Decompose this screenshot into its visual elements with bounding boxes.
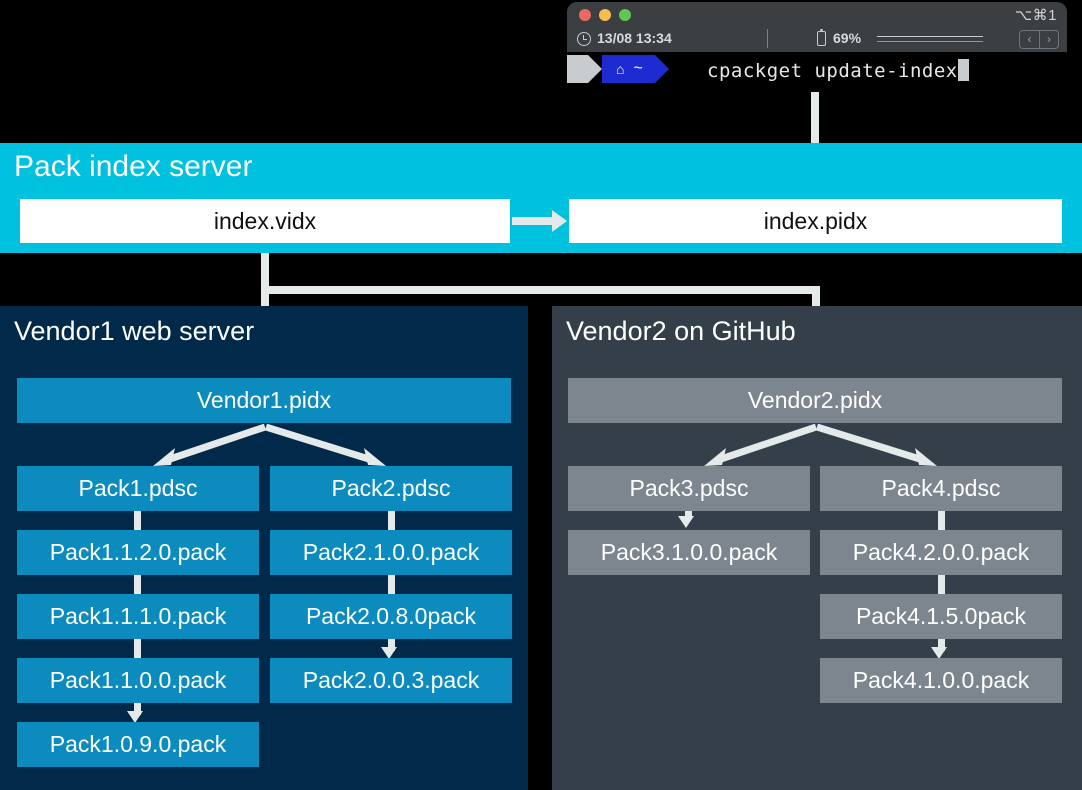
- arrow-pack1-d-head: [127, 711, 143, 723]
- node-pack1-0-9-0[interactable]: Pack1.0.9.0.pack: [17, 722, 259, 767]
- terminal-time: 13/08 13:34: [597, 30, 672, 46]
- node-vendor2-pidx[interactable]: Vendor2.pidx: [568, 378, 1062, 423]
- close-button[interactable]: [579, 9, 591, 21]
- arrow-vidx-to-pidx-line: [512, 217, 554, 225]
- minimize-button[interactable]: [599, 9, 611, 21]
- arrow-vendor1-to-pack2: [264, 424, 394, 474]
- connector-pack1-a: [134, 511, 141, 531]
- terminal-command-text: cpackget update-index: [707, 60, 958, 82]
- arrow-pack2-c-head: [381, 647, 397, 659]
- nav-next-button[interactable]: ›: [1039, 30, 1059, 49]
- connector-pack1-c: [134, 639, 141, 659]
- vendor1-panel: Vendor1 web server Vendor1.pidx Pack1.pd…: [0, 306, 528, 790]
- node-pack4-1-5-0[interactable]: Pack4.1.5.0pack: [820, 594, 1062, 639]
- status-divider: [767, 29, 768, 48]
- shell-prompt: ⌂ ~: [567, 55, 669, 83]
- vendor2-title: Vendor2 on GitHub: [566, 316, 796, 346]
- hotkey-label: ⌥⌘1: [1014, 7, 1057, 24]
- node-pack4-pdsc[interactable]: Pack4.pdsc: [820, 466, 1062, 511]
- arrow-vendor2-to-pack4: [815, 424, 945, 474]
- node-pack2-0-8-0[interactable]: Pack2.0.8.0pack: [270, 594, 512, 639]
- home-icon: ⌂: [616, 61, 625, 77]
- node-pack1-1-1-0[interactable]: Pack1.1.1.0.pack: [17, 594, 259, 639]
- text-caret: [957, 59, 969, 81]
- node-pack2-pdsc[interactable]: Pack2.pdsc: [270, 466, 512, 511]
- nav-prev-button[interactable]: ‹: [1019, 30, 1039, 49]
- apple-icon: [567, 55, 602, 83]
- node-pack4-2-0-0[interactable]: Pack4.2.0.0.pack: [820, 530, 1062, 575]
- connector-pack4-b: [938, 575, 945, 595]
- zoom-button[interactable]: [619, 9, 631, 21]
- battery-icon: [817, 28, 826, 46]
- connector-pack2-b: [388, 575, 395, 595]
- pack-index-server-title: Pack index server: [14, 150, 253, 183]
- node-pack3-pdsc[interactable]: Pack3.pdsc: [568, 466, 810, 511]
- prompt-path: ~: [633, 60, 643, 77]
- terminal-status-bar: 13/08 13:34 69% ‹ ›: [567, 28, 1067, 52]
- connector-pack1-b: [134, 575, 141, 595]
- arrow-pack4-c-head: [931, 647, 947, 659]
- arrow-vendor1-to-pack1: [145, 424, 267, 468]
- terminal-nav-buttons[interactable]: ‹ ›: [1019, 30, 1059, 49]
- pack-index-server-panel: Pack index server index.vidx index.pidx: [0, 143, 1082, 253]
- node-pack1-1-2-0[interactable]: Pack1.1.2.0.pack: [17, 530, 259, 575]
- battery-percent: 69%: [833, 30, 862, 46]
- prompt-path-segment: ⌂ ~: [602, 55, 669, 83]
- node-pack4-1-0-0[interactable]: Pack4.1.0.0.pack: [820, 658, 1062, 703]
- node-index-pidx[interactable]: index.pidx: [569, 199, 1062, 243]
- arrow-terminal-to-pidx-line: [811, 92, 819, 180]
- vendor2-panel: Vendor2 on GitHub Vendor2.pidx Pack3.pds…: [552, 306, 1082, 790]
- arrow-vidx-to-pidx-head: [552, 210, 567, 232]
- terminal-command-line[interactable]: cpackget update-index: [707, 59, 969, 82]
- node-vendor1-pidx[interactable]: Vendor1.pidx: [17, 378, 511, 423]
- node-pack2-1-0-0[interactable]: Pack2.1.0.0.pack: [270, 530, 512, 575]
- connector-pack3-a: [685, 511, 692, 519]
- node-pack3-1-0-0[interactable]: Pack3.1.0.0.pack: [568, 530, 810, 575]
- connector-pack4-a: [938, 511, 945, 531]
- connector-pack4-c: [938, 639, 945, 651]
- terminal-body[interactable]: ⌂ ~ cpackget update-index: [567, 52, 1067, 92]
- battery-gauge: [877, 36, 983, 42]
- terminal-window[interactable]: ⌥⌘1 13/08 13:34 69% ‹ › ⌂ ~ cpackget upd…: [567, 2, 1067, 92]
- clock-icon: [577, 32, 591, 46]
- arrow-pack3-a-head: [678, 516, 694, 528]
- node-index-vidx[interactable]: index.vidx: [20, 199, 510, 243]
- connector-pack1-d: [134, 703, 141, 715]
- connector-pack2-c: [388, 639, 395, 651]
- node-pack2-0-0-3[interactable]: Pack2.0.0.3.pack: [270, 658, 512, 703]
- vendor1-title: Vendor1 web server: [14, 316, 255, 346]
- arrow-vidx-branch-horizontal: [261, 286, 820, 294]
- terminal-titlebar: ⌥⌘1: [567, 2, 1067, 28]
- node-pack1-pdsc[interactable]: Pack1.pdsc: [17, 466, 259, 511]
- arrow-vidx-branch-stem: [261, 253, 269, 286]
- connector-pack2-a: [388, 511, 395, 531]
- node-pack1-1-0-0[interactable]: Pack1.1.0.0.pack: [17, 658, 259, 703]
- arrow-vendor2-to-pack3: [696, 424, 826, 474]
